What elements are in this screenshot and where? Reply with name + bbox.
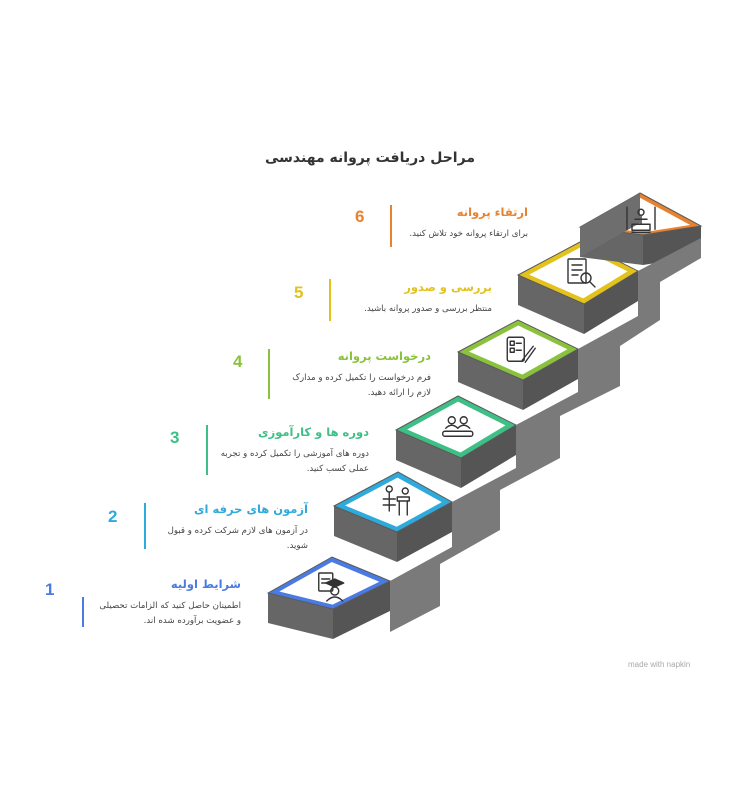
step-2-number: 2 [108, 507, 118, 526]
step-1-riser-right [333, 581, 390, 639]
step-6-divider [390, 205, 392, 247]
step-2-divider [144, 503, 146, 549]
step-3-block [394, 395, 518, 488]
step-4-riser-left [458, 352, 523, 410]
promotion-podium-icon [626, 206, 656, 233]
exam-desk-icon [382, 485, 410, 516]
graduate-document-icon [318, 572, 345, 602]
step-3-divider [206, 425, 208, 475]
step-1-number: 1 [45, 580, 55, 599]
step-3-title: دوره ها و کارآموزی [258, 425, 369, 439]
step-2-riser-right [397, 502, 452, 562]
page-title: مراحل دریافت پروانه مهندسی [265, 150, 475, 166]
step-1-text: شرایط اولیه اطمینان حاصل کنید که الزامات… [95, 577, 241, 629]
step-3-description: دوره های آموزشی را تکمیل کرده و تجربه عم… [220, 449, 369, 474]
step-5-number: 5 [294, 283, 304, 302]
step-5-title: بررسی و صدور [404, 280, 492, 294]
step-4-divider [268, 349, 270, 399]
step-5-riser-right [584, 271, 638, 334]
step-5-riser-left [518, 275, 584, 334]
training-group-icon [442, 416, 474, 437]
step-4-title: درخواست پروانه [337, 349, 431, 363]
step-2-riser-left [334, 506, 397, 562]
step-1-divider [82, 597, 84, 627]
step-4-description: فرم درخواست را تکمیل کرده و مدارک لازم ر… [292, 373, 431, 398]
step-3-number: 3 [170, 428, 180, 447]
stairs-side-wall [390, 226, 701, 632]
stairs-group [266, 192, 703, 639]
step-5-description: منتظر بررسی و صدور پروانه باشید. [364, 304, 492, 314]
watermark: made with napkin [628, 660, 691, 669]
step-5-text: بررسی و صدور منتظر بررسی و صدور پروانه ب… [342, 280, 492, 317]
step-2-description: در آزمون های لازم شرکت کرده و قبول شوید. [167, 526, 308, 551]
step-4-riser-right [523, 349, 578, 410]
step-5-top-inner [529, 247, 628, 299]
step-3-text: دوره ها و کارآموزی دوره های آموزشی را تک… [219, 425, 369, 477]
step-3-riser-right [461, 425, 516, 488]
step-5-divider [329, 279, 331, 321]
step-3-riser-left [396, 430, 461, 488]
stairs-back-wall [580, 193, 640, 257]
application-form-icon [506, 336, 536, 363]
step-2-block [332, 471, 454, 562]
step-6-title: ارتقاء پروانه [456, 205, 528, 219]
step-4-block [456, 319, 580, 410]
step-1-title: شرایط اولیه [170, 577, 241, 591]
step-1-block [266, 556, 392, 639]
step-6-number: 6 [355, 207, 365, 226]
step-6-description: برای ارتقاء پروانه خود تلاش کنید. [409, 229, 528, 239]
step-1-description: اطمینان حاصل کنید که الزامات تحصیلی و عض… [99, 601, 241, 626]
step-6-text: ارتقاء پروانه برای ارتقاء پروانه خود تلا… [403, 205, 528, 242]
step-2-text: آزمون های حرفه ای در آزمون های لازم شرکت… [158, 502, 308, 554]
step-1-riser-left [268, 593, 333, 639]
step-4-text: درخواست پروانه فرم درخواست را تکمیل کرده… [281, 349, 431, 401]
step-4-number: 4 [233, 352, 243, 371]
step-2-title: آزمون های حرفه ای [194, 502, 308, 516]
step-2-top-inner [345, 477, 442, 527]
document-search-icon [567, 258, 596, 288]
